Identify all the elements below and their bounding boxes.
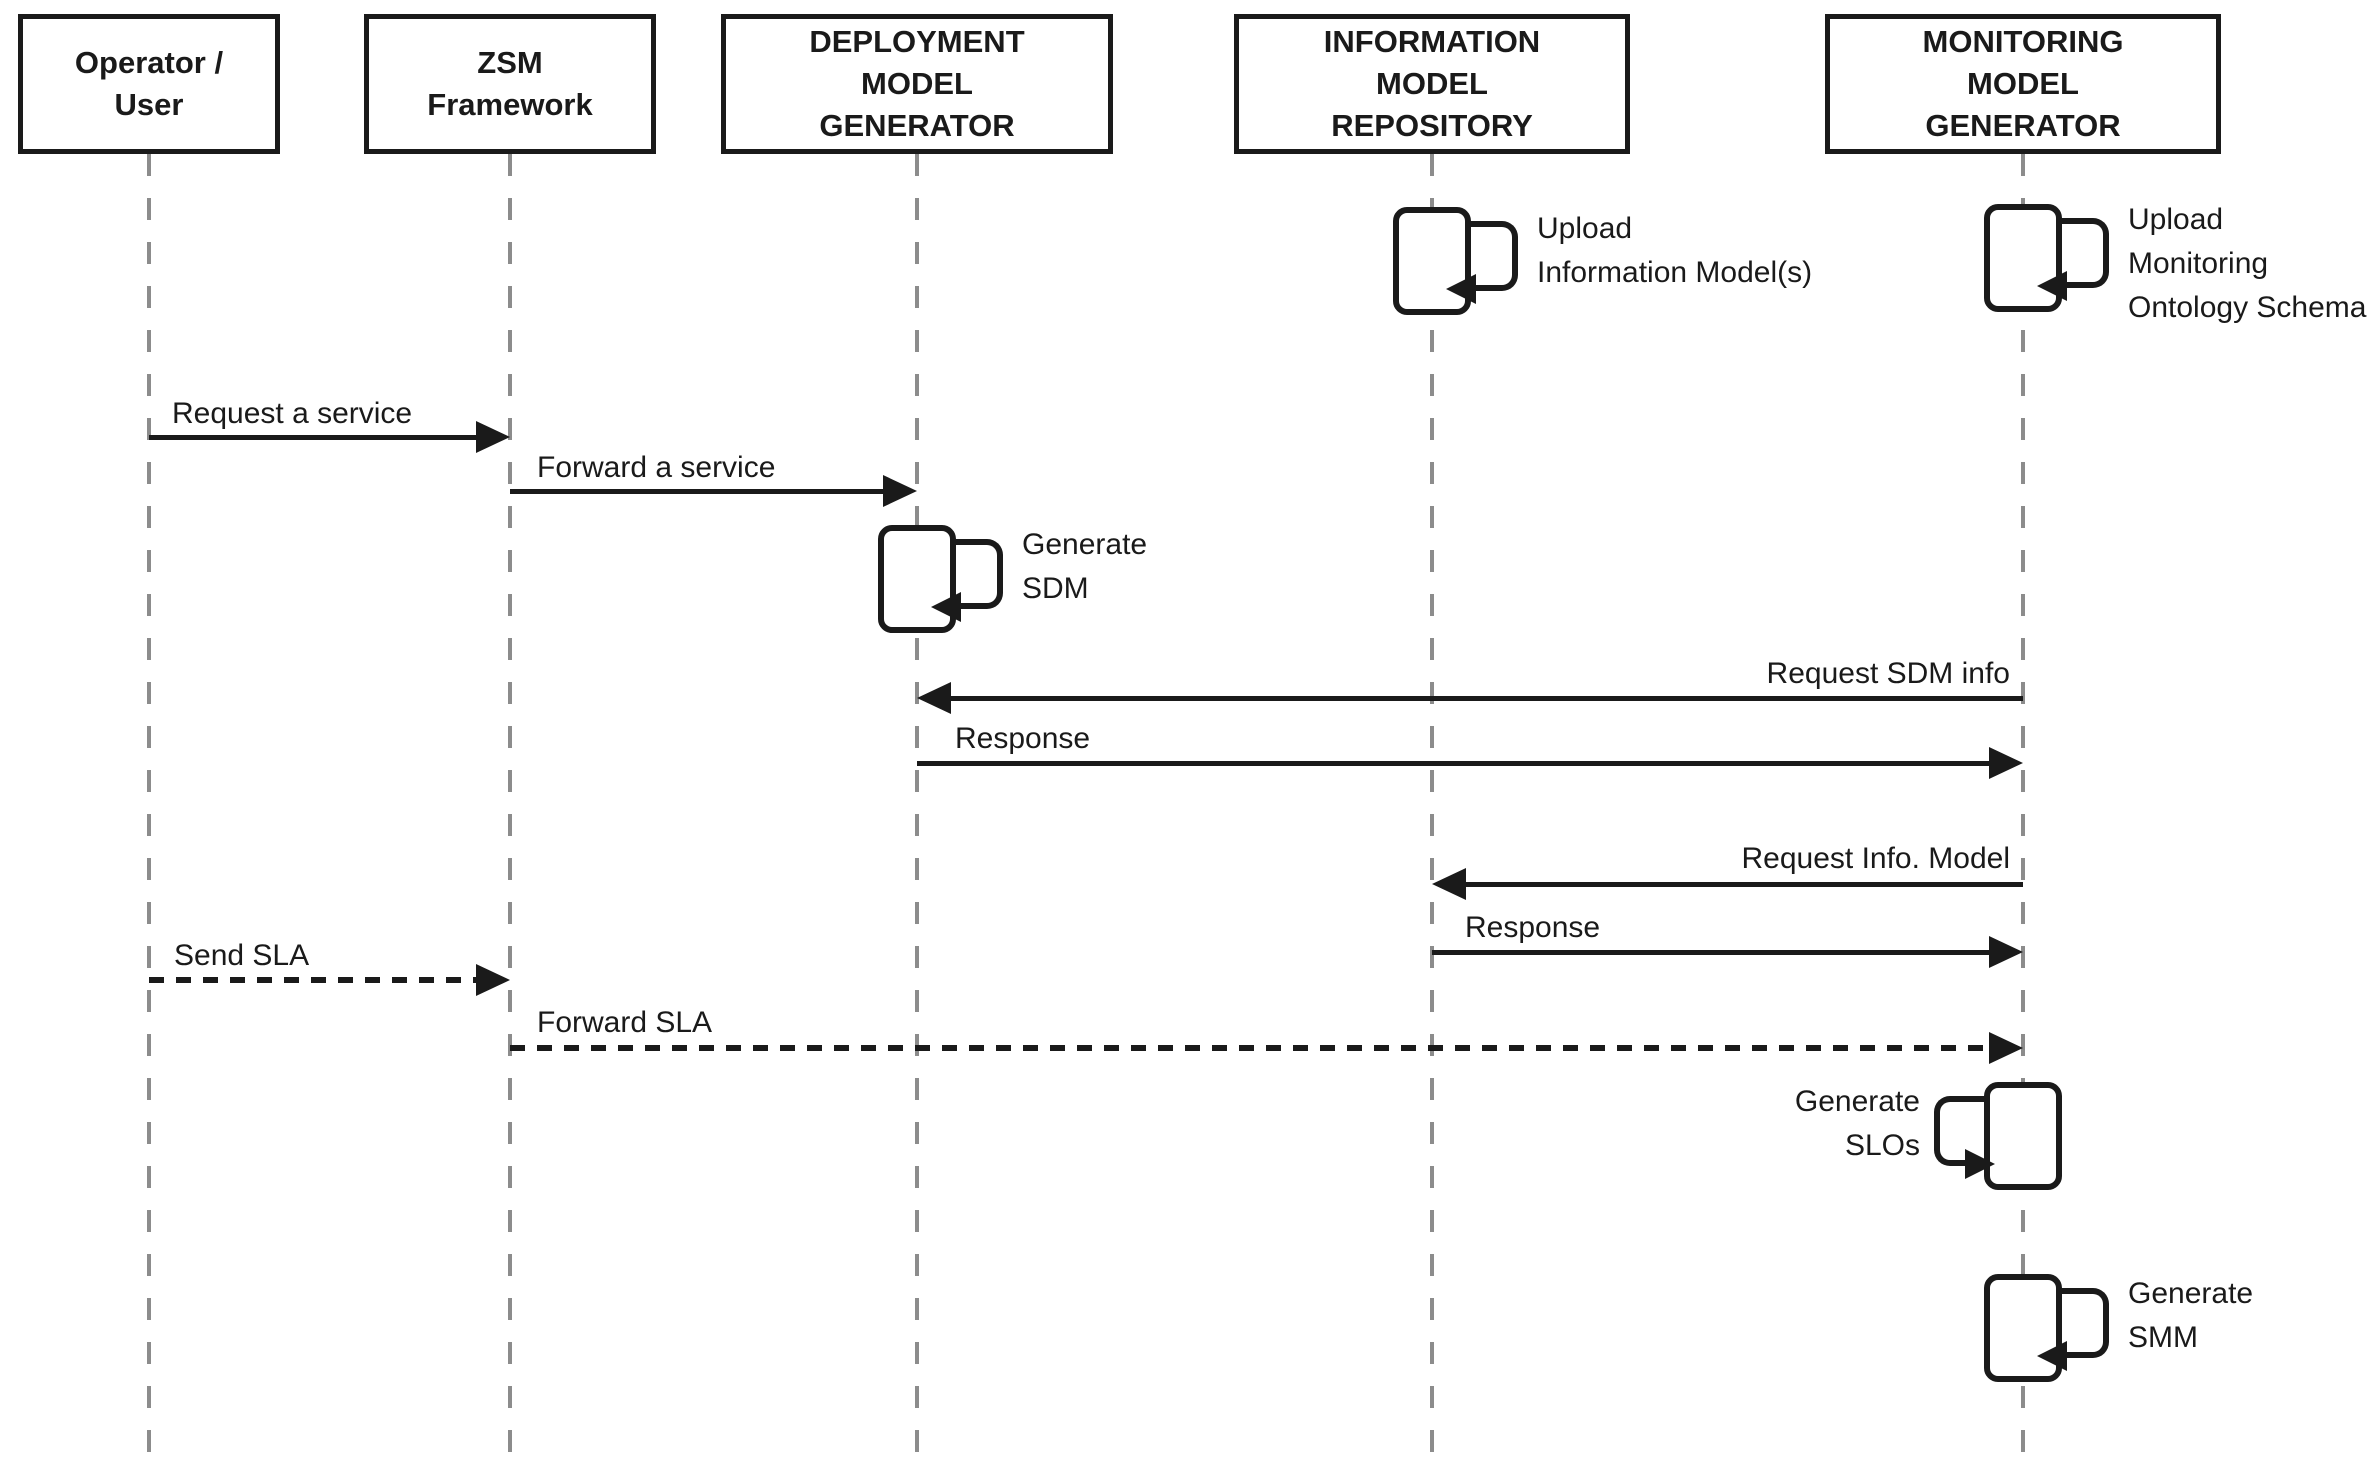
- self-loop-icon: [1468, 221, 1518, 291]
- lifeline-monitoring-model-generator: [2021, 154, 2025, 1469]
- loop-arrowhead-icon: [2037, 1341, 2067, 1371]
- actor-label-line: Operator /: [74, 45, 224, 80]
- message-label: Request Info. Model: [1741, 842, 2011, 875]
- arrowhead-icon: [1989, 936, 2023, 968]
- actor-box-deployment-model-generator: DEPLOYMENT MODEL GENERATOR: [721, 14, 1113, 154]
- actor-label-line: ZSM: [477, 45, 543, 80]
- message-label: Send SLA: [174, 939, 310, 972]
- message-line: [917, 761, 1990, 766]
- message-label: Response: [955, 722, 1091, 755]
- actor-box-monitoring-model-generator: MONITORING MODEL GENERATOR: [1825, 14, 2221, 154]
- message-label: Request a service: [172, 397, 413, 430]
- arrowhead-icon: [476, 421, 510, 453]
- actor-label-line: User: [114, 87, 184, 122]
- message-line: [149, 977, 477, 983]
- self-message-label: Generate SDM: [1022, 528, 1148, 605]
- lifeline-deployment-model-generator: [915, 154, 919, 1469]
- self-loop-icon: [1934, 1096, 1984, 1166]
- message-line: [1462, 882, 2023, 887]
- self-message-label: Upload Information Model(s): [1537, 212, 1813, 289]
- self-message-label: Generate SLOs: [1794, 1085, 1920, 1162]
- actor-label-line: DEPLOYMENT: [809, 24, 1025, 59]
- actor-label-line: GENERATOR: [819, 108, 1015, 143]
- arrowhead-icon: [917, 682, 951, 714]
- actor-label-line: MODEL: [861, 66, 973, 101]
- actor-label-line: Framework: [427, 87, 593, 122]
- arrowhead-icon: [1432, 868, 1466, 900]
- message-label: Forward SLA: [537, 1006, 713, 1039]
- arrowhead-icon: [1989, 1032, 2023, 1064]
- arrowhead-icon: [1989, 747, 2023, 779]
- actor-label-line: MODEL: [1376, 66, 1488, 101]
- message-line: [1432, 950, 1990, 955]
- actor-box-operator-user: Operator / User: [18, 14, 280, 154]
- actor-label-line: MODEL: [1967, 66, 2079, 101]
- loop-arrowhead-icon: [931, 592, 961, 622]
- self-loop-icon: [2059, 1288, 2109, 1358]
- actor-label-line: INFORMATION: [1323, 24, 1541, 59]
- actor-box-zsm-framework: ZSM Framework: [364, 14, 656, 154]
- self-message-label: Generate SMM: [2128, 1277, 2254, 1354]
- activation-box: [1984, 204, 2062, 312]
- message-label: Request SDM info: [1766, 657, 2010, 690]
- actor-label-line: GENERATOR: [1925, 108, 2121, 143]
- actor-label-line: MONITORING: [1922, 24, 2124, 59]
- activation-box: [1984, 1082, 2062, 1190]
- self-loop-icon: [953, 539, 1003, 609]
- lifeline-zsm-framework: [508, 154, 512, 1469]
- message-line: [510, 489, 885, 494]
- loop-arrowhead-icon: [1446, 274, 1476, 304]
- arrowhead-icon: [883, 475, 917, 507]
- message-line: [510, 1045, 1990, 1051]
- lifeline-information-model-repository: [1430, 154, 1434, 1469]
- self-message-label: Upload Monitoring Ontology Schema: [2128, 203, 2367, 324]
- message-label: Response: [1465, 911, 1601, 944]
- actor-label-line: REPOSITORY: [1331, 108, 1533, 143]
- lifeline-operator: [147, 154, 151, 1469]
- actor-box-information-model-repository: INFORMATION MODEL REPOSITORY: [1234, 14, 1630, 154]
- message-line: [149, 435, 479, 440]
- message-line: [947, 696, 2023, 701]
- loop-arrowhead-icon: [2037, 271, 2067, 301]
- loop-arrowhead-icon: [1965, 1149, 1995, 1179]
- arrowhead-icon: [476, 964, 510, 996]
- activation-box: [1393, 207, 1471, 315]
- activation-box: [878, 525, 956, 633]
- message-label: Forward a service: [537, 451, 776, 484]
- self-loop-icon: [2059, 218, 2109, 288]
